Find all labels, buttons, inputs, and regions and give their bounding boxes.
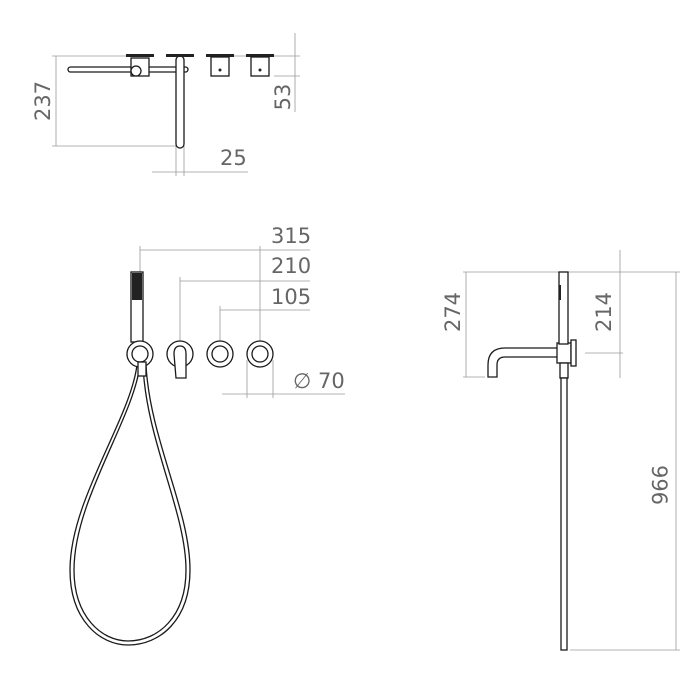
dim-label-210: 210 bbox=[271, 254, 311, 278]
dim-label-315: 315 bbox=[271, 224, 311, 248]
dim-label-25: 25 bbox=[220, 146, 247, 170]
diverter-knobs bbox=[206, 340, 274, 368]
mixer-handle bbox=[166, 340, 194, 379]
dim-label-274: 274 bbox=[441, 292, 465, 332]
dimension-lines-top bbox=[52, 33, 300, 176]
front-view: 315 210 105 ∅ 70 bbox=[69, 224, 345, 646]
dim-label-105: 105 bbox=[271, 285, 311, 309]
side-view: 274 214 996 bbox=[441, 250, 680, 651]
dimension-lines-side bbox=[463, 250, 680, 651]
spout-side bbox=[487, 271, 577, 651]
dim-label-237: 237 bbox=[31, 81, 55, 121]
dim-label-diameter-70: ∅ 70 bbox=[293, 369, 345, 393]
top-view: 237 53 25 bbox=[31, 33, 300, 176]
dim-label-53: 53 bbox=[271, 84, 295, 111]
fixture-top bbox=[67, 54, 274, 149]
dim-label-214: 214 bbox=[592, 292, 616, 332]
hand-shower-front bbox=[69, 271, 191, 646]
dim-label-996: 996 bbox=[647, 465, 671, 505]
